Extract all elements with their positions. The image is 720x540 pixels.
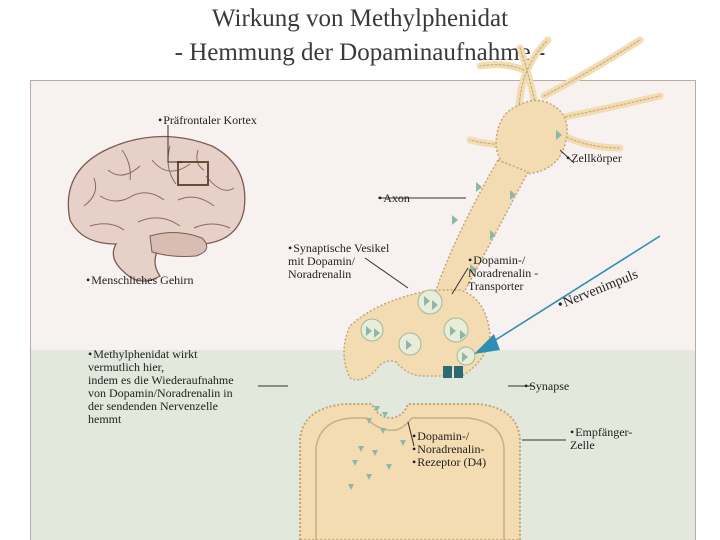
- methyl-text-4: von Dopamin/Noradrenalin in: [88, 386, 233, 400]
- label-receiving-cell: Empfänger- Zelle: [570, 426, 632, 452]
- vesicle-text-1: Synaptische Vesikel: [288, 242, 389, 255]
- diagram-subtitle: - Hemmung der Dopaminaufnahme -: [174, 39, 546, 66]
- receiver-text-2: Zelle: [570, 438, 595, 452]
- methyl-text-2: vermutlich hier,: [88, 360, 165, 374]
- label-receptor: Dopamin-/ Noradrenalin- Rezeptor (D4): [412, 430, 486, 469]
- transporter-text-3: Transporter: [468, 279, 524, 293]
- methyl-text-6: hemmt: [88, 412, 122, 426]
- dopamine-transporter-2: [454, 366, 463, 378]
- label-methylphenidate: Methylphenidat wirkt vermutlich hier, in…: [88, 348, 234, 426]
- methyl-text-3: indem es die Wiederaufnahme: [88, 373, 234, 387]
- neuron: [343, 36, 664, 381]
- label-prefrontal-cortex: Präfrontaler Kortex: [158, 114, 257, 127]
- label-axon: Axon: [378, 192, 410, 205]
- nerve-impulse-arrowhead: [474, 334, 500, 354]
- label-synaptic-vesicles: Synaptische Vesikel mit Dopamin/ Noradre…: [288, 242, 389, 281]
- label-human-brain: Menschliches Gehirn: [86, 274, 193, 287]
- cortex-highlight: [177, 161, 209, 186]
- receiver-text-1: Empfänger-: [570, 426, 632, 439]
- transporter-text-1: Dopamin-/: [468, 254, 538, 267]
- vesicle-text-3: Noradrenalin: [288, 267, 352, 281]
- brain-illustration: [67, 135, 246, 282]
- receptor-text-2: Noradrenalin-: [412, 443, 486, 456]
- receiving-cell: [299, 403, 521, 540]
- transporter-text-2: Noradrenalin -: [468, 266, 539, 280]
- dopamine-transporter: [443, 366, 452, 378]
- methyl-text-1: Methylphenidat wirkt: [88, 348, 234, 361]
- label-transporter: Dopamin-/ Noradrenalin - Transporter: [468, 254, 538, 293]
- diagram-title: Wirkung von Methylphenidat: [211, 5, 509, 32]
- label-synapse: Synapse: [524, 380, 569, 393]
- label-cell-body: Zellkörper: [566, 152, 622, 165]
- dopamine-molecules: [348, 130, 562, 490]
- receptor-text-3: Rezeptor (D4): [412, 456, 486, 469]
- vesicle-text-2: mit Dopamin/: [288, 254, 355, 268]
- receptor-text-1: Dopamin-/: [412, 430, 486, 443]
- methyl-text-5: der sendenden Nervenzelle: [88, 399, 218, 413]
